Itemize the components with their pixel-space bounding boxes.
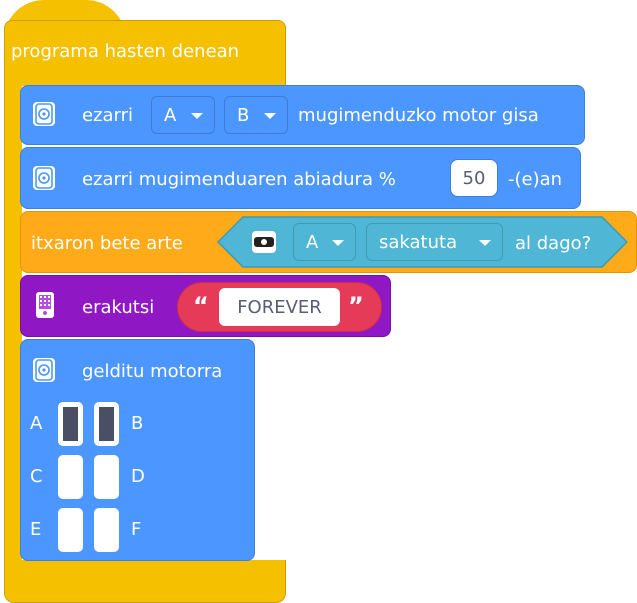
wait-until-block[interactable]: itxaron bete arte A sakatuta al dago? bbox=[20, 211, 637, 273]
hat-bottom-cap bbox=[4, 560, 286, 603]
close-quote-icon: ” bbox=[348, 292, 364, 320]
set-speed-suffix: -(e)an bbox=[508, 169, 563, 190]
text-string-pill[interactable]: “ FOREVER ” bbox=[177, 282, 382, 332]
port-label-b: B bbox=[131, 413, 144, 434]
sensor-port-value: A bbox=[306, 231, 319, 253]
sensor-suffix: al dago? bbox=[515, 233, 592, 254]
set-speed-label: ezarri mugimenduaren abiadura % bbox=[82, 169, 396, 190]
display-icon bbox=[36, 292, 54, 318]
set-movement-speed-block[interactable]: ezarri mugimenduaren abiadura % 50 -(e)a… bbox=[20, 147, 581, 209]
port-label-e: E bbox=[30, 519, 42, 540]
chevron-down-icon bbox=[264, 113, 276, 119]
motor-icon bbox=[33, 358, 55, 382]
chevron-down-icon bbox=[332, 240, 344, 246]
sensor-state-value: sakatuta bbox=[379, 231, 458, 253]
port-label-a: A bbox=[30, 413, 43, 434]
hat-top-bar bbox=[4, 20, 286, 86]
stop-motor-block[interactable]: gelditu motorra A B C D E F bbox=[20, 339, 255, 561]
sensor-state-dropdown[interactable]: sakatuta bbox=[366, 223, 503, 261]
speed-value: 50 bbox=[462, 167, 486, 189]
chevron-down-icon bbox=[191, 113, 203, 119]
port-b-toggle[interactable] bbox=[94, 402, 119, 446]
sensor-port-dropdown[interactable]: A bbox=[293, 223, 356, 261]
display-text-block[interactable]: erakutsi “ FOREVER ” bbox=[20, 275, 391, 337]
motor-port-1-dropdown[interactable]: A bbox=[151, 96, 215, 134]
port-label-c: C bbox=[30, 466, 43, 487]
open-quote-icon: “ bbox=[193, 292, 209, 320]
port-label-f: F bbox=[131, 519, 142, 540]
motor-port-2-dropdown[interactable]: B bbox=[224, 96, 288, 134]
speed-input[interactable]: 50 bbox=[450, 159, 498, 197]
text-value: FOREVER bbox=[237, 296, 322, 318]
port-a-toggle[interactable] bbox=[58, 402, 83, 446]
button-sensor-icon bbox=[252, 231, 276, 253]
motor-icon bbox=[33, 102, 55, 126]
chevron-down-icon bbox=[479, 240, 491, 246]
port-c-toggle[interactable] bbox=[58, 455, 83, 499]
wait-until-label: itxaron bete arte bbox=[31, 233, 183, 254]
set-motors-suffix: mugimenduzko motor gisa bbox=[298, 105, 539, 126]
set-movement-motors-block[interactable]: ezarri A B mugimenduzko motor gisa bbox=[20, 85, 585, 145]
set-motors-label: ezarri bbox=[82, 105, 134, 126]
display-label: erakutsi bbox=[82, 297, 155, 318]
motor-port-1-value: A bbox=[164, 104, 177, 126]
text-input[interactable]: FOREVER bbox=[219, 288, 340, 326]
port-e-toggle[interactable] bbox=[58, 508, 83, 552]
motor-port-2-value: B bbox=[237, 104, 250, 126]
hat-label: programa hasten denean bbox=[11, 41, 240, 62]
port-f-toggle[interactable] bbox=[94, 508, 119, 552]
hat-spine bbox=[4, 80, 22, 570]
button-pressed-sensor-block[interactable]: A sakatuta al dago? bbox=[217, 216, 628, 268]
port-d-toggle[interactable] bbox=[94, 455, 119, 499]
motor-icon bbox=[33, 166, 55, 190]
port-label-d: D bbox=[131, 466, 145, 487]
stop-motor-label: gelditu motorra bbox=[82, 361, 223, 382]
